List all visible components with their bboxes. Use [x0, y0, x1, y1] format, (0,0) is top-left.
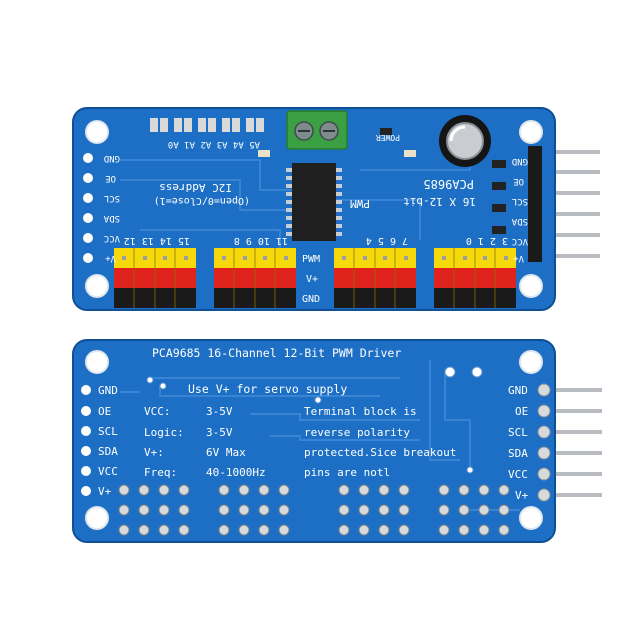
- spec-label: Freq:: [144, 466, 177, 479]
- bottom-right-pin-label: VCC: [508, 468, 528, 481]
- bottom-left-pin-label: OE: [98, 405, 111, 418]
- pwm-label: PWM: [350, 197, 370, 210]
- mounting-hole: [85, 274, 109, 298]
- bottom-left-pin-label: SCL: [98, 425, 118, 438]
- top-right-pin-label: OE: [513, 176, 524, 186]
- mounting-hole: [85, 120, 109, 144]
- top-left-pin-label: VCC: [104, 233, 120, 243]
- power-label: POWER: [376, 133, 400, 142]
- address-jumper-pads: [150, 118, 264, 132]
- servo-headers: [114, 248, 516, 308]
- bottom-left-pin-label: VCC: [98, 465, 118, 478]
- top-right-pin-label: VCC: [512, 236, 528, 246]
- spec-value: 40-1000Hz: [206, 466, 266, 479]
- chip-marking: 16 X 12-bit: [403, 195, 476, 208]
- bottom-right-pin-label: SDA: [508, 447, 528, 460]
- note-line: Terminal block is: [304, 405, 417, 418]
- top-left-pin-label: SCL: [104, 193, 120, 203]
- bottom-right-pin-label: SCL: [508, 426, 528, 439]
- i2c-title: I2C Address: [159, 181, 232, 194]
- row-label-pwm: PWM: [302, 254, 320, 265]
- spec-value: 6V Max: [206, 446, 246, 459]
- pca9685-chip: [286, 163, 342, 241]
- bottom-vias: [146, 366, 483, 474]
- top-left-pin-label: V+: [105, 253, 116, 263]
- spec-label: VCC:: [144, 405, 171, 418]
- note-line: protected.Sice breakout: [304, 446, 456, 459]
- electrolytic-capacitor: [439, 115, 491, 167]
- top-left-pin-label: SDA: [103, 213, 120, 223]
- bottom-left-pin-holes: [81, 385, 91, 496]
- bottom-left-pin-label: SDA: [98, 445, 118, 458]
- bottom-right-pin-label: OE: [515, 405, 528, 418]
- screw-terminal-block: [286, 110, 348, 150]
- mounting-hole: [519, 120, 543, 144]
- row-label-gnd: GND: [302, 294, 320, 305]
- bottom-traces: [120, 360, 520, 511]
- bottom-board: [72, 339, 602, 543]
- top-right-header: [528, 146, 542, 262]
- note-line: pins are notl: [304, 466, 390, 479]
- spec-value: 3-5V: [206, 426, 233, 439]
- top-left-pin-label: OE: [105, 173, 116, 183]
- channel-numbers: 3 2 1 0: [466, 235, 508, 246]
- bottom-right-header-pins: [540, 388, 602, 497]
- spec-label: Logic:: [144, 426, 184, 439]
- top-right-pin-label: SDA: [511, 216, 528, 226]
- top-right-pin-label: V+: [513, 253, 524, 263]
- bottom-right-pin-label: V+: [515, 489, 529, 502]
- chip-label: PCA9685: [423, 177, 474, 191]
- top-left-pin-label: GND: [104, 153, 120, 163]
- top-right-pin-label: GND: [512, 156, 528, 166]
- bottom-right-pin-label: GND: [508, 384, 528, 397]
- bottom-right-solder-joints: [537, 383, 551, 502]
- i2c-note: (Open=0/Close=1): [154, 195, 250, 206]
- top-right-pin-label: SCL: [512, 196, 528, 206]
- smd-resistors: [258, 128, 506, 234]
- bottom-left-pin-label: V+: [98, 485, 112, 498]
- board-title: PCA9685 16-Channel 12-Bit PWM Driver: [152, 346, 401, 360]
- note-line: reverse polarity: [304, 426, 410, 439]
- bottom-servo-solder-joints: [118, 484, 510, 536]
- mounting-hole: [85, 506, 109, 530]
- mounting-hole: [519, 350, 543, 374]
- mounting-hole: [85, 350, 109, 374]
- channel-numbers: 15 14 13 12: [124, 235, 190, 246]
- top-board: [72, 107, 600, 311]
- spec-label: V+:: [144, 446, 164, 459]
- bottom-left-pin-label: GND: [98, 384, 118, 397]
- mounting-hole: [519, 274, 543, 298]
- mounting-hole: [519, 506, 543, 530]
- row-label-vplus: V+: [306, 274, 318, 285]
- spec-value: 3-5V: [206, 405, 233, 418]
- supply-note: Use V+ for servo supply: [188, 382, 347, 396]
- address-pad-labels: A5 A4 A3 A2 A1 A0: [168, 139, 260, 149]
- top-right-header-pins: [540, 150, 600, 258]
- top-left-pin-holes: [83, 153, 93, 263]
- channel-numbers: 7 6 5 4: [366, 235, 408, 246]
- channel-numbers: 11 10 9 8: [234, 235, 288, 246]
